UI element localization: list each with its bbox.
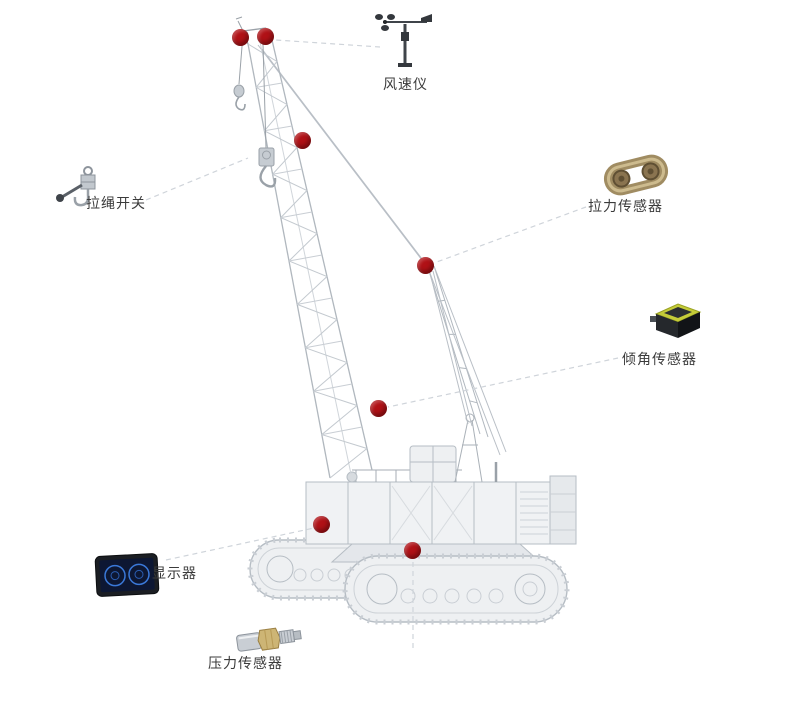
label-tension-sensor: 拉力传感器 xyxy=(588,198,663,214)
label-display: 显示器 xyxy=(152,565,197,581)
mast xyxy=(427,265,489,438)
gantry xyxy=(454,413,483,483)
hoist-line xyxy=(233,33,246,111)
connector-tilt-sensor xyxy=(387,357,619,408)
pull-rope-switch-icon xyxy=(56,166,96,207)
tilt-sensor-icon xyxy=(650,303,702,338)
label-pressure-sensor: 压力传感器 xyxy=(208,655,283,671)
marker-boom-tip xyxy=(257,28,274,45)
marker-mast-pendant xyxy=(417,257,434,274)
superstructure xyxy=(305,445,577,545)
marker-boom-tip-hoist xyxy=(232,29,249,46)
label-pull-rope-switch: 拉绳开关 xyxy=(86,195,146,211)
crawler-track-near xyxy=(342,553,570,625)
marker-undercarriage xyxy=(404,542,421,559)
label-tilt-sensor: 倾角传感器 xyxy=(622,351,697,367)
marker-boom-lower xyxy=(370,400,387,417)
label-anemometer: 风速仪 xyxy=(383,76,428,92)
hook-block xyxy=(258,43,277,188)
ropes xyxy=(257,44,507,456)
marker-superstructure xyxy=(313,516,330,533)
marker-boom-upper xyxy=(294,132,311,149)
connector-display xyxy=(165,527,315,561)
display-icon xyxy=(94,553,160,597)
pressure-sensor-icon xyxy=(236,627,302,652)
tension-sensor-icon xyxy=(603,154,669,196)
connector-pull-rope-switch xyxy=(145,157,249,201)
connector-anemometer xyxy=(275,39,381,48)
connector-tension-sensor xyxy=(433,206,587,264)
anemometer-icon xyxy=(375,14,432,67)
